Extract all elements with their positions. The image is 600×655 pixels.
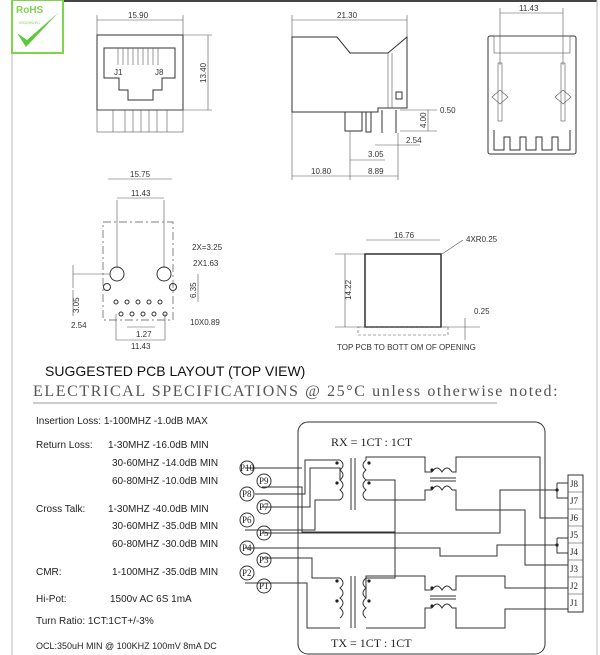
spec-return-loss-1: 1-30MHZ -16.0dB MIN — [108, 440, 209, 451]
dim-pcb-pitch: 1.27 — [136, 330, 152, 339]
spec-return-loss-label: Return Loss: — [36, 440, 93, 451]
pin-p7: P7 — [259, 502, 269, 512]
pin-p3: P3 — [259, 555, 269, 565]
spec-return-loss-3: 60-80MHZ -10.0dB MIN — [112, 476, 219, 487]
pin-p4: P4 — [242, 543, 252, 553]
pcb-layout: 15.75 11.43 2X=3.25 2X1.63 6.35 3.05 2.5… — [71, 170, 223, 351]
spec-cross-talk-2: 30-60MHZ -35.0dB MIN — [112, 521, 219, 532]
dim-side-889: 8.89 — [368, 167, 384, 176]
dim-pcb-1143: 11.43 — [131, 189, 151, 198]
spec-turn-ratio: Turn Ratio: 1CT:1CT+/-3% — [36, 616, 154, 627]
dim-pcb-small-hole: 2X1.63 — [193, 259, 219, 268]
label-j1: J1 — [114, 68, 123, 77]
pin-p6: P6 — [242, 515, 252, 525]
dim-opening-width: 16.76 — [394, 231, 415, 240]
dim-opening-radius: 4XR0.25 — [466, 235, 498, 244]
dim-front-width: 15.90 — [128, 11, 149, 20]
front-view: 15.90 J1 J8 13.40 — [96, 11, 212, 133]
pin-j1: J1 — [570, 598, 578, 608]
dim-side-050: 0.50 — [440, 106, 456, 115]
dim-side-305: 3.05 — [368, 150, 384, 159]
spec-hipot-label: Hi-Pot: — [36, 594, 67, 605]
pin-j2: J2 — [570, 581, 578, 591]
spec-ocl: OCL:350uH MIN @ 100KHZ 100mV 8mA DC — [36, 641, 217, 651]
pin-j4: J4 — [570, 547, 579, 557]
j-connector: J8 J7 J6 J5 J4 J3 J2 J1 — [567, 474, 584, 613]
dim-opening-offset: 0.25 — [474, 307, 490, 316]
pin-p1: P1 — [259, 581, 269, 591]
pin-j7: J7 — [570, 496, 579, 506]
rx-ratio-label: RX = 1CT : 1CT — [331, 435, 413, 449]
pin-j3: J3 — [570, 564, 579, 574]
rohs-subtext: 2002/95/EC — [19, 20, 40, 25]
dim-pcb-large-hole: 2X=3.25 — [192, 243, 223, 252]
pin-p9: P9 — [259, 476, 269, 486]
spec-cross-talk-1: 1-30MHZ -40.0dB MIN — [108, 504, 209, 515]
dim-side-length: 21.30 — [337, 11, 358, 20]
dim-back-width: 11.43 — [519, 4, 539, 13]
pin-j6: J6 — [570, 513, 579, 523]
spec-cmr: 1-100MHZ -35.0dB MIN — [112, 567, 219, 578]
spec-cmr-label: CMR: — [36, 567, 62, 578]
opening-caption: TOP PCB TO BOTT OM OF OPENING — [337, 343, 476, 352]
dim-pcb-305: 3.05 — [72, 297, 81, 313]
dim-front-height: 13.40 — [199, 62, 208, 83]
dim-side-254: 2.54 — [406, 136, 422, 145]
rohs-text: RoHS — [16, 5, 44, 16]
dim-pcb-635: 6.35 — [189, 282, 198, 298]
label-j8: J8 — [155, 68, 164, 77]
spec-hipot: 1500v AC 6S 1mA — [110, 594, 192, 605]
tx-ratio-label: TX = 1CT : 1CT — [331, 636, 412, 650]
spec-insertion-loss: Insertion Loss: 1-100MHZ -1.0dB MAX — [36, 416, 208, 427]
pin-j5: J5 — [570, 530, 579, 540]
spec-cross-talk-3: 60-80MHZ -30.0dB MIN — [112, 539, 219, 550]
pin-p2: P2 — [242, 568, 252, 578]
spec-return-loss-2: 30-60MHZ -14.0dB MIN — [112, 458, 219, 469]
rohs-badge: RoHS 2002/95/EC — [11, 0, 64, 54]
dim-pcb-254: 2.54 — [71, 321, 87, 330]
dim-side-400: 4.00 — [419, 112, 428, 128]
p-pin-labels: P10 P9 P8 P7 P6 P5 P4 P3 P2 P1 — [239, 460, 272, 594]
pin-j8: J8 — [570, 479, 579, 489]
schematic: RX = 1CT : 1CT TX = 1CT : 1CT — [239, 421, 584, 655]
dim-opening-height: 14.22 — [344, 279, 353, 300]
dim-pcb-span: 11.43 — [131, 342, 151, 351]
pin-p5: P5 — [259, 528, 269, 538]
back-view: 11.43 — [487, 4, 577, 155]
pin-p10: P10 — [240, 463, 255, 473]
side-view: 21.30 0.50 4.00 2.54 3.05 10.80 8.89 — [291, 11, 456, 180]
dim-pcb-pins: 10X0.89 — [190, 318, 220, 327]
dim-pcb-1575: 15.75 — [130, 170, 151, 179]
pin-p8: P8 — [242, 489, 252, 499]
electrical-spec-heading: ELECTRICAL SPECIFICATIONS @ 25°C unless … — [33, 383, 560, 400]
spec-cross-talk-label: Cross Talk: — [36, 504, 86, 515]
opening-detail: 16.76 4XR0.25 14.22 0.25 TOP PCB TO BOTT… — [335, 231, 498, 352]
dim-side-1080: 10.80 — [311, 167, 332, 176]
pcb-layout-title: SUGGESTED PCB LAYOUT (TOP VIEW) — [45, 363, 306, 379]
